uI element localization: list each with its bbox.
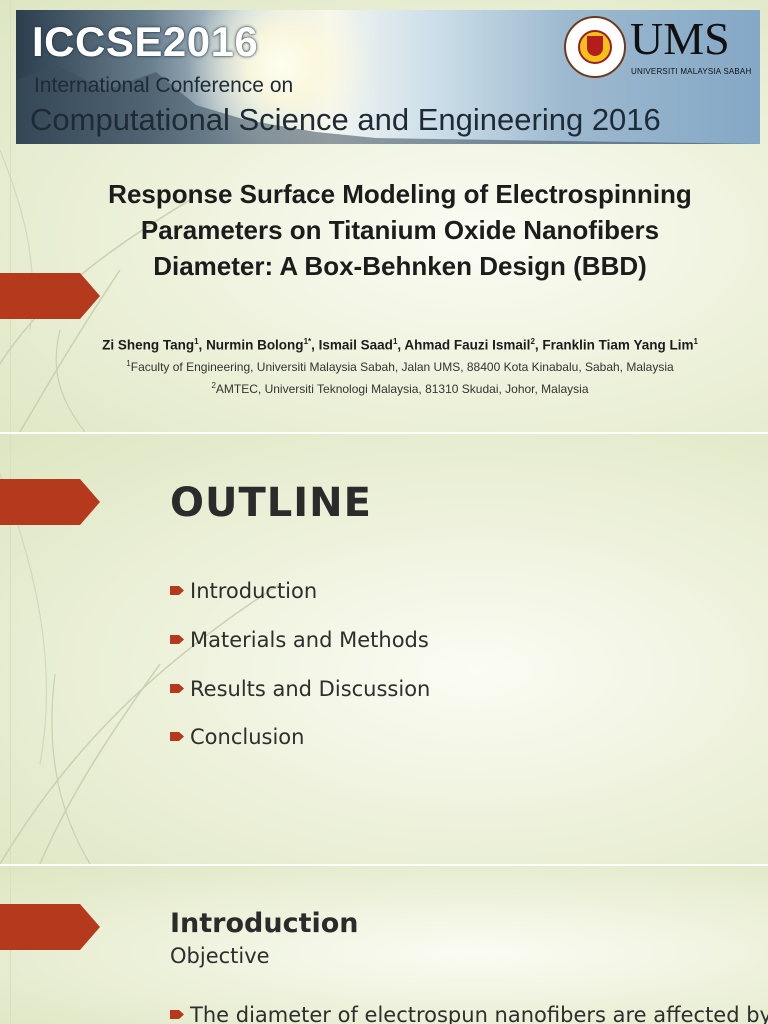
slide-separator (0, 432, 768, 434)
paper-title-line-2: Parameters on Titanium Oxide Nanofibers (140, 215, 660, 245)
outline-item: Introduction (170, 579, 317, 603)
affiliation-mark: 2 (211, 381, 216, 390)
slide-3: Introduction Objective The diameter of e… (0, 866, 768, 1024)
section-tab-marker (0, 273, 100, 319)
banner-line-2: Computational Science and Engineering 20… (30, 102, 661, 137)
author-list: Zi Sheng Tang1, Nurmin Bolong1*, Ismail … (102, 337, 698, 353)
author-name: Zi Sheng Tang (102, 337, 195, 353)
author-name: Nurmin Bolong (206, 337, 304, 353)
bullet-arrow-icon (170, 1010, 184, 1019)
outline-item: Conclusion (170, 725, 304, 749)
affiliation-2: 2AMTEC, Universiti Teknologi Malaysia, 8… (30, 381, 768, 396)
author-affiliation-mark: 1* (303, 337, 312, 346)
introduction-bullet: The diameter of electrospun nanofibers a… (170, 1003, 768, 1024)
author-affiliation-mark: 1 (392, 337, 398, 346)
affiliation-text: Faculty of Engineering, Universiti Malay… (130, 360, 674, 374)
paper-title-line-3: Diameter: A Box-Behnken Design (BBD) (153, 251, 647, 281)
introduction-subtitle: Objective (170, 944, 270, 968)
introduction-title: Introduction (170, 908, 359, 939)
section-tab-marker (0, 479, 100, 525)
outline-item: Materials and Methods (170, 628, 429, 652)
author-name: Ahmad Fauzi Ismail (404, 337, 531, 353)
author-name: Ismail Saad (318, 337, 393, 353)
banner-line-1: International Conference on (34, 74, 294, 97)
slide-2: OUTLINE Introduction Materials and Metho… (0, 434, 768, 864)
bullet-arrow-icon (170, 586, 184, 595)
author-affiliation-mark: 1 (693, 337, 698, 346)
outline-item-label: Materials and Methods (190, 628, 429, 652)
author-name: Franklin Tiam Yang Lim (542, 337, 694, 353)
outline-item: Results and Discussion (170, 677, 430, 701)
university-seal-icon (564, 16, 626, 78)
banner-mountain-silhouette (16, 65, 760, 144)
slide-separator (0, 864, 768, 866)
outline-item-label: Conclusion (190, 725, 305, 749)
bullet-arrow-icon (170, 635, 184, 644)
university-name: UNIVERSITI MALAYSIA SABAH (631, 67, 752, 76)
author-affiliation-mark: 1 (194, 337, 199, 346)
bullet-arrow-icon (170, 684, 184, 693)
affiliation-mark: 1 (126, 359, 131, 368)
outline-title: OUTLINE (170, 480, 372, 526)
affiliation-text: AMTEC, Universiti Teknologi Malaysia, 81… (215, 382, 589, 396)
conference-banner: ICCSE2016 International Conference on Co… (16, 10, 760, 144)
section-tab-marker (0, 904, 100, 950)
ums-logo: UMS (630, 13, 730, 64)
outline-item-label: Introduction (190, 579, 318, 603)
outline-item-label: Results and Discussion (190, 677, 431, 701)
author-affiliation-mark: 2 (530, 337, 535, 346)
introduction-bullet-text: The diameter of electrospun nanofibers a… (190, 1003, 768, 1024)
slide-1: ICCSE2016 International Conference on Co… (0, 0, 768, 432)
paper-title-line-1: Response Surface Modeling of Electrospin… (108, 179, 692, 209)
bullet-arrow-icon (170, 732, 184, 741)
banner-conference-code: ICCSE2016 (32, 18, 259, 65)
affiliation-1: 1Faculty of Engineering, Universiti Mala… (30, 359, 768, 374)
slide-left-line (10, 0, 11, 432)
paper-title: Response Surface Modeling of Electrospin… (40, 176, 760, 284)
